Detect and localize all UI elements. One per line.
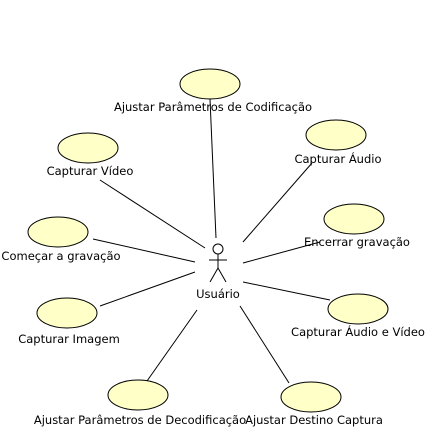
association-encerrar-gravacao <box>242 241 321 264</box>
use-case-ellipse <box>305 119 367 151</box>
use-case-ajustar-destino-captura[interactable]: Ajustar Destino Captura <box>245 381 383 427</box>
use-case-encerrar-gravacao[interactable]: Encerrar gravação <box>304 203 410 249</box>
use-case-label: Capturar Imagem <box>18 332 120 346</box>
use-case-ellipse <box>36 297 98 329</box>
association-capturar-imagem <box>99 271 196 307</box>
association-ajustar-destino-captura <box>239 305 290 384</box>
use-case-ajustar-parametros-decodificacao[interactable]: Ajustar Parâmetros de Decodificação <box>34 379 246 427</box>
use-case-label: Ajustar Parâmetros de Decodificação <box>34 413 246 427</box>
use-case-ellipse <box>280 381 342 413</box>
use-case-label: Capturar Áudio e Vídeo <box>291 324 425 339</box>
association-capturar-audio <box>242 162 313 243</box>
use-case-ellipse <box>57 132 119 164</box>
use-case-comecar-gravacao[interactable]: Começar a gravação <box>1 216 121 263</box>
associations <box>92 98 331 384</box>
use-case-capturar-imagem[interactable]: Capturar Imagem <box>18 297 120 346</box>
use-cases: Ajustar Parâmetros de CodificaçãoCaptura… <box>1 68 425 427</box>
association-comecar-gravacao <box>92 238 196 263</box>
use-case-capturar-audio-video[interactable]: Capturar Áudio e Vídeo <box>291 293 425 339</box>
use-case-label: Encerrar gravação <box>304 235 410 249</box>
use-case-capturar-audio[interactable]: Capturar Áudio <box>294 119 382 166</box>
association-ajustar-parametros-decodificacao <box>146 309 198 382</box>
use-case-ajustar-parametros-codificacao[interactable]: Ajustar Parâmetros de Codificação <box>114 68 312 114</box>
use-case-label: Começar a gravação <box>1 249 120 263</box>
use-case-label: Ajustar Parâmetros de Codificação <box>114 100 312 114</box>
use-case-ellipse <box>27 216 89 248</box>
use-case-ellipse <box>107 379 169 411</box>
actor-left-leg <box>209 267 219 283</box>
use-case-ellipse <box>179 68 241 100</box>
actor-usuario[interactable]: Usuário <box>196 243 240 301</box>
association-capturar-video <box>99 179 206 249</box>
use-case-capturar-video[interactable]: Capturar Vídeo <box>47 132 134 178</box>
use-case-label: Ajustar Destino Captura <box>245 413 383 427</box>
use-case-ellipse <box>327 293 389 325</box>
actor-head <box>212 243 224 255</box>
actor-right-leg <box>217 267 227 283</box>
use-case-ellipse <box>323 203 385 235</box>
association-ajustar-parametros-codificacao <box>209 98 217 239</box>
use-case-label: Capturar Áudio <box>294 151 381 166</box>
use-case-label: Capturar Vídeo <box>47 164 134 178</box>
association-capturar-audio-video <box>242 281 331 301</box>
actor-label: Usuário <box>196 287 240 301</box>
